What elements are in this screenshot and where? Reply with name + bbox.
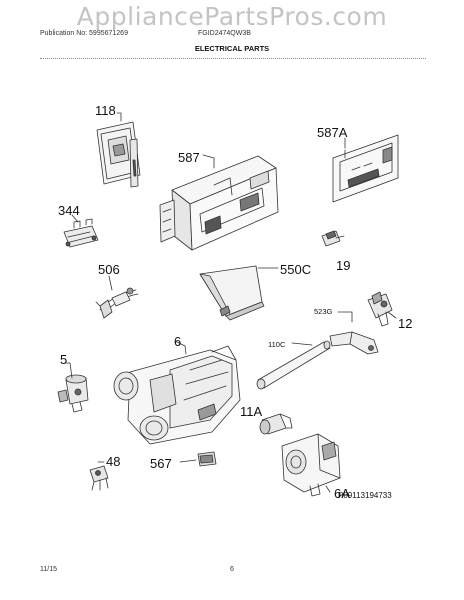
part-48-sensor xyxy=(89,465,109,491)
part-567-part xyxy=(197,451,217,467)
callout-567: 567 xyxy=(150,456,172,471)
part-550c-cover xyxy=(199,265,265,321)
part-110c-hose xyxy=(256,340,331,390)
footer-date: 11/15 xyxy=(40,566,57,573)
part-344-switch xyxy=(63,218,99,248)
callout-587a: 587A xyxy=(317,125,348,140)
callout-110c: 110C xyxy=(268,340,286,349)
part-6-pump-assembly xyxy=(113,345,241,445)
header-rule xyxy=(40,58,426,59)
part-506-harness xyxy=(95,287,139,319)
leader-344 xyxy=(71,214,79,223)
callout-523g: 523G xyxy=(314,307,333,316)
part-523g-bracket xyxy=(329,331,379,355)
part-118-control-panel xyxy=(96,121,141,188)
callout-118: 118 xyxy=(95,103,116,118)
leader-5 xyxy=(65,362,73,379)
callout-11a: 11A xyxy=(240,404,263,419)
publication-number: Publication No: 5995671269 xyxy=(40,30,128,37)
part-587a-circuit-board xyxy=(332,134,399,203)
leader-523g xyxy=(337,311,353,323)
callout-6: 6 xyxy=(174,334,182,349)
model-number: FGID2474QW3B xyxy=(198,30,251,37)
leader-12 xyxy=(387,311,397,319)
leader-6 xyxy=(174,340,187,355)
callout-5: 5 xyxy=(60,352,68,367)
leader-6a xyxy=(325,485,331,493)
leader-118 xyxy=(116,112,122,122)
callout-48: 48 xyxy=(106,454,121,469)
callout-506: 506 xyxy=(98,262,120,277)
part-12-sensor xyxy=(367,291,393,327)
callout-587: 587 xyxy=(178,150,200,165)
site-watermark: AppliancePartsPros.com xyxy=(76,2,388,31)
leader-506 xyxy=(108,275,113,291)
callout-6a: 6A xyxy=(334,486,350,501)
diagram-number: P09113194733 xyxy=(338,491,392,500)
part-19-connector xyxy=(321,230,345,247)
callout-550c: 550C xyxy=(280,262,312,277)
callout-344: 344 xyxy=(58,203,80,218)
part-6a-drain-pump xyxy=(281,433,341,497)
section-title: ELECTRICAL PARTS xyxy=(194,44,270,53)
callout-19: 19 xyxy=(336,258,351,273)
leader-567 xyxy=(179,459,197,463)
leader-587 xyxy=(202,154,215,169)
part-5-inlet-valve xyxy=(57,374,89,413)
part-11a-component xyxy=(259,413,293,435)
footer-page-number: 6 xyxy=(230,566,234,573)
leader-110c xyxy=(291,342,313,346)
part-587-control-housing xyxy=(159,155,279,251)
callout-12: 12 xyxy=(398,316,413,331)
